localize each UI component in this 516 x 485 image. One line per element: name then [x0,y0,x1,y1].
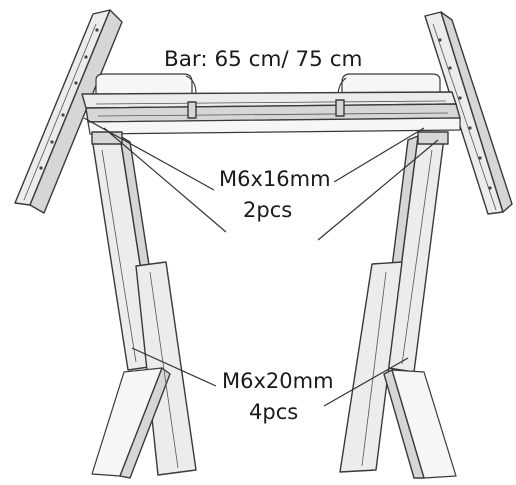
bottom-screw-size-label: M6x20mm [222,369,334,393]
top-screw-size-label: M6x16mm [219,167,331,191]
crossbar [81,91,461,135]
left-foot [91,261,197,479]
bottom-screw-qty-label: 4pcs [249,400,298,424]
bottom-screw-leaders [131,347,409,407]
left-side-bracket [14,9,123,214]
right-foot [339,261,457,479]
right-side-bracket [424,11,513,215]
top-screw-qty-label: 2pcs [243,198,292,222]
bar-length-label: Bar: 65 cm/ 75 cm [164,47,362,72]
top-screw-leaders [83,117,439,241]
